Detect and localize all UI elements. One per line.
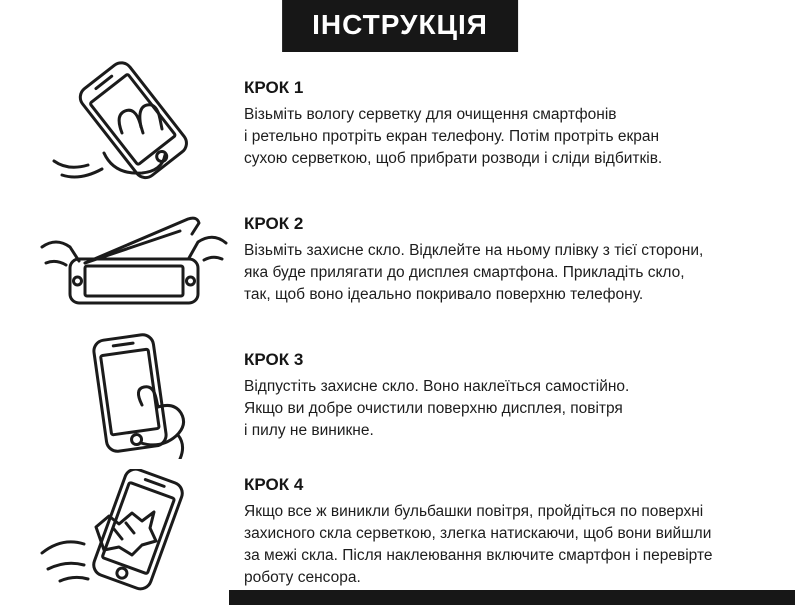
header-bar: ІНСТРУКЦІЯ — [282, 0, 518, 52]
step-3-title: КРОК 3 — [244, 350, 304, 369]
step-2-title: КРОК 2 — [244, 214, 304, 233]
step-row-1: КРОК 1 Візьміть вологу серветку для очищ… — [0, 56, 800, 192]
step-row-3: КРОК 3 Відпустіть захисне скло. Воно нак… — [0, 328, 800, 464]
cloth-smoothing-illustration-icon — [38, 467, 230, 595]
step-2-text: Візьміть захисне скло. Відклейте на ньом… — [244, 242, 704, 303]
step-4-title: КРОК 4 — [244, 475, 304, 494]
step-2-textblock: КРОК 2 Візьміть захисне скло. Відклейте … — [244, 214, 800, 306]
step-row-4: КРОК 4 Якщо все ж виникли бульбашки пові… — [0, 464, 800, 600]
step-3-textblock: КРОК 3 Відпустіть захисне скло. Воно нак… — [244, 350, 800, 442]
bottom-bar — [229, 590, 795, 605]
page-title: ІНСТРУКЦІЯ — [312, 9, 488, 40]
peel-film-illustration-icon — [38, 197, 230, 323]
wipe-phone-illustration-icon — [38, 61, 230, 187]
step-1-title: КРОК 1 — [244, 78, 304, 97]
step-4-textblock: КРОК 4 Якщо все ж виникли бульбашки пові… — [244, 475, 800, 589]
step-1-textblock: КРОК 1 Візьміть вологу серветку для очищ… — [244, 78, 800, 170]
press-glass-illustration-icon — [38, 333, 230, 461]
step-row-2: КРОК 2 Візьміть захисне скло. Відклейте … — [0, 192, 800, 328]
step-3-text: Відпустіть захисне скло. Воно наклеїться… — [244, 378, 630, 439]
steps-list: КРОК 1 Візьміть вологу серветку для очищ… — [0, 56, 800, 600]
step-4-text: Якщо все ж виникли бульбашки повітря, пр… — [244, 503, 713, 586]
step-1-text: Візьміть вологу серветку для очищення см… — [244, 106, 663, 167]
